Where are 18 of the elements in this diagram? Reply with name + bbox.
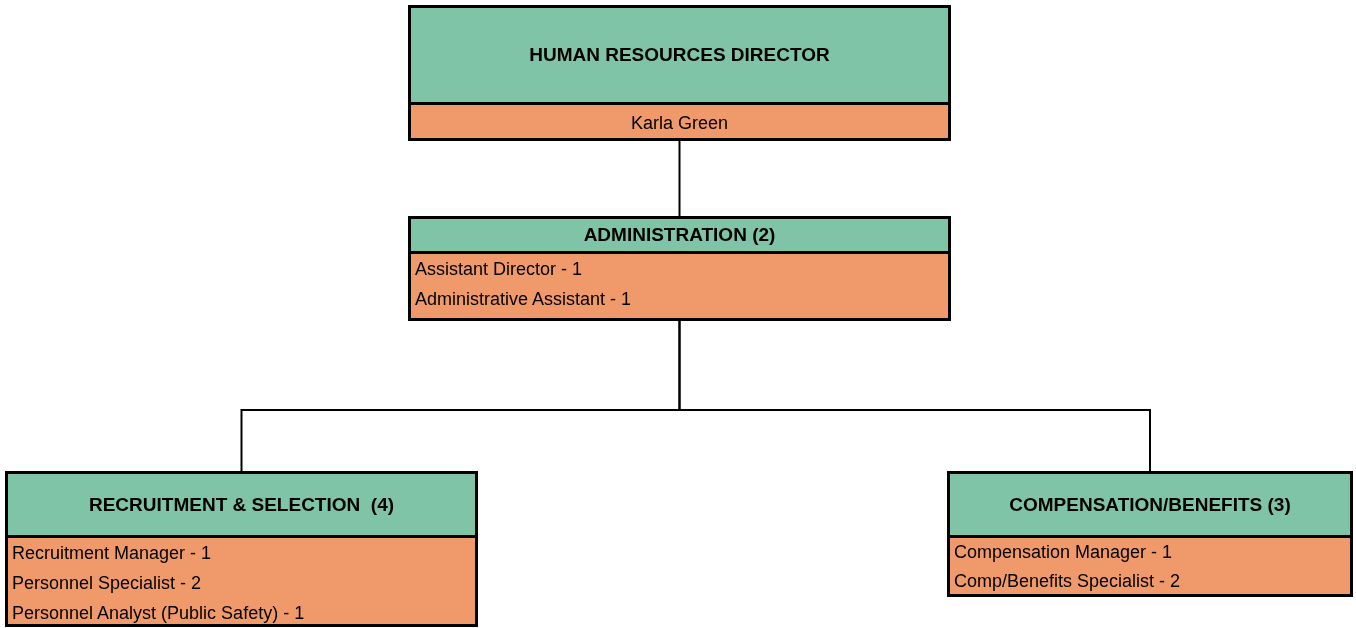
staff-line: Karla Green [630,112,729,135]
staff-line: Personnel Analyst (Public Safety) - 1 [12,602,305,625]
staff-line: Personnel Specialist - 2 [12,572,202,595]
org-unit-box [947,471,1353,597]
unit-title: HUMAN RESOURCES DIRECTOR [411,8,948,105]
org-unit-box [408,216,951,321]
staff-line: Recruitment Manager - 1 [12,542,212,565]
staff-line: Administrative Assistant - 1 [415,288,632,311]
connector-line [678,320,1151,472]
org-unit-box [5,471,478,627]
connector-line [678,140,681,217]
org-unit-box [408,5,951,141]
staff-line: Comp/Benefits Specialist - 2 [954,570,1181,593]
unit-title: RECRUITMENT & SELECTION (4) [8,474,475,538]
staff-line: Assistant Director - 1 [415,258,583,281]
unit-title: COMPENSATION/BENEFITS (3) [950,474,1350,538]
staff-line: Compensation Manager - 1 [954,541,1173,564]
unit-title: ADMINISTRATION (2) [411,219,948,254]
